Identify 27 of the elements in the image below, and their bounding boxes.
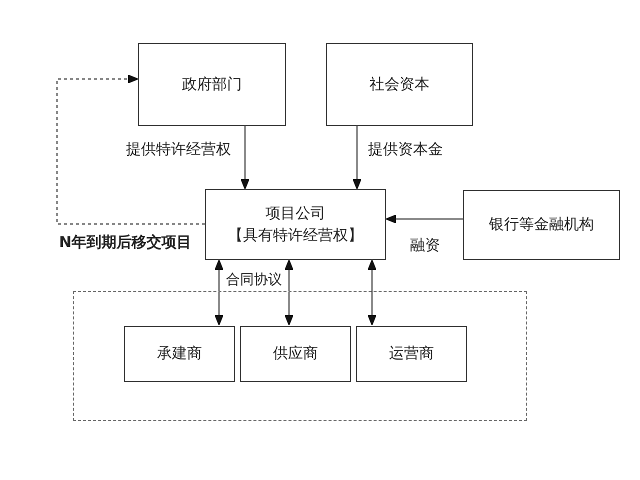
node-label: 运营商 (389, 343, 434, 364)
double-arrow (214, 260, 224, 326)
arrow (386, 214, 464, 224)
edge-label: 融资 (409, 236, 441, 254)
edge-label: 提供资本金 (367, 140, 444, 158)
dashed-arrow (56, 74, 206, 224)
arrow (352, 126, 362, 190)
double-arrow (368, 260, 376, 326)
arrow (240, 126, 250, 190)
dashed-group-frame (73, 291, 527, 421)
node-label: 承建商 (157, 343, 202, 364)
edge-label: 提供特许经营权 (125, 140, 232, 158)
process-box (326, 43, 473, 126)
process-box (356, 326, 467, 382)
process-box (205, 189, 386, 260)
node-label: 银行等金融机构 (489, 214, 594, 236)
double-arrow (284, 260, 294, 326)
node-label: 项目公司 (266, 202, 326, 224)
node-label: 政府部门 (182, 74, 242, 95)
process-box (463, 190, 620, 260)
node-label: 社会资本 (370, 74, 430, 95)
node-label: 供应商 (273, 343, 318, 364)
process-box (240, 326, 351, 382)
process-box (138, 43, 286, 126)
edge-label: 合同协议 (225, 272, 283, 289)
node-label: 【具有特许经营权】 (228, 224, 363, 246)
process-box (124, 326, 235, 382)
